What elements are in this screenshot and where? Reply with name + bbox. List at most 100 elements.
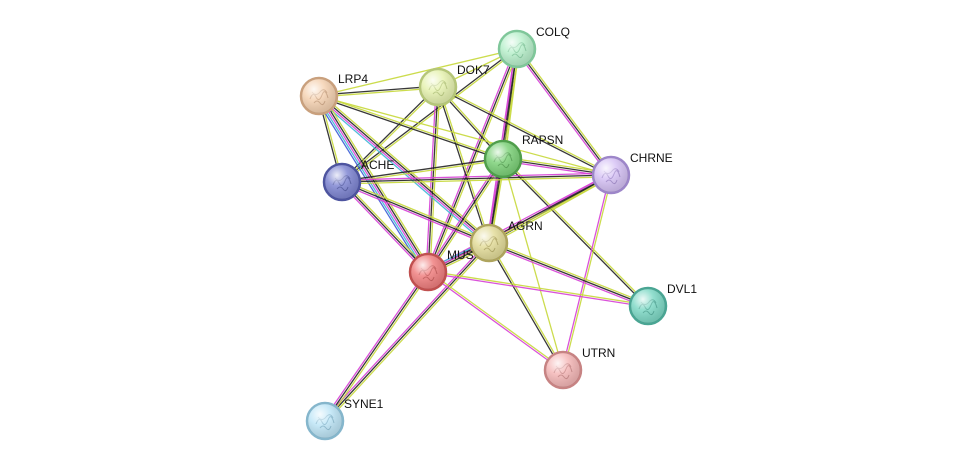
edge-agrn-dvl1[interactable] — [488, 240, 649, 309]
edge-ache-agrn[interactable] — [341, 179, 490, 246]
node-syne1[interactable]: SYNE1 — [305, 397, 384, 441]
edge-chrne-ache[interactable] — [341, 172, 612, 185]
edge-line-experiments — [488, 244, 648, 309]
edge-line-textmining — [318, 95, 612, 176]
edge-line-textmining — [342, 179, 490, 242]
edge-line-textmining — [342, 176, 612, 185]
edge-line-experiments — [427, 272, 563, 372]
edge-line-textmining — [429, 49, 520, 273]
edge-line-experiments — [340, 182, 428, 274]
edge-agrn-utrn[interactable] — [487, 242, 565, 371]
edge-line-textmining — [342, 180, 430, 272]
edge-line-coexpression — [488, 242, 649, 307]
node-label: MUS — [447, 248, 474, 262]
node-gloss — [308, 404, 342, 438]
edge-line-textmining — [319, 94, 504, 159]
edge-dok7-chrne[interactable] — [437, 85, 612, 177]
node-chrne[interactable]: CHRNE — [591, 151, 673, 195]
edge-colq-chrne[interactable] — [514, 47, 614, 177]
node-gloss — [411, 255, 445, 289]
node-label: SYNE1 — [344, 397, 384, 411]
node-gloss — [325, 165, 359, 199]
edge-musk-utrn[interactable] — [427, 270, 564, 372]
node-gloss — [500, 32, 534, 66]
node-label: LRP4 — [338, 72, 368, 86]
edge-line-textmining — [428, 270, 564, 370]
edge-agrn-syne1[interactable] — [323, 241, 491, 423]
edge-line-coexpression — [341, 47, 517, 182]
node-label: CHRNE — [630, 151, 673, 165]
edge-line-textmining — [326, 272, 431, 423]
edge-line-textmining — [503, 157, 650, 306]
edge-lrp4-chrne[interactable] — [318, 95, 612, 176]
edge-rapsn-utrn[interactable] — [502, 158, 564, 371]
node-label: RAPSN — [522, 133, 563, 147]
node-ache[interactable]: ACHE — [322, 158, 394, 202]
node-dvl1[interactable]: DVL1 — [628, 282, 697, 326]
edge-line-coexpression — [341, 174, 612, 183]
edge-line-textmining — [489, 240, 649, 305]
node-agrn[interactable]: AGRN — [469, 219, 543, 263]
edge-line-neighborhood — [315, 97, 426, 275]
edge-musk-syne1[interactable] — [322, 270, 431, 423]
edge-colq-ache[interactable] — [341, 47, 518, 184]
edge-line-experiments — [341, 183, 489, 246]
node-lrp4[interactable]: LRP4 — [299, 72, 368, 116]
edge-lrp4-rapsn[interactable] — [318, 94, 504, 161]
node-gloss — [631, 289, 665, 323]
edge-dok7-lrp4[interactable] — [318, 85, 439, 98]
edge-line-experiments — [561, 174, 611, 370]
edge-line-experiments — [323, 241, 489, 421]
node-label: DOK7 — [457, 63, 490, 77]
edge-line-coexpression — [487, 243, 563, 371]
node-rapsn[interactable]: RAPSN — [483, 133, 563, 179]
edge-line-textmining — [321, 93, 432, 271]
edge-line-coexpression — [341, 181, 429, 273]
node-label: COLQ — [536, 25, 570, 39]
node-utrn[interactable]: UTRN — [543, 346, 615, 390]
edge-musk-dvl1[interactable] — [427, 270, 649, 308]
node-musk[interactable]: MUS — [408, 248, 474, 292]
edge-line-textmining — [438, 86, 491, 243]
edge-line-textmining — [518, 47, 614, 175]
node-colq[interactable]: COLQ — [497, 25, 570, 69]
edge-line-coexpression — [501, 159, 648, 308]
node-label: DVL1 — [667, 282, 697, 296]
node-gloss — [594, 158, 628, 192]
node-label: AGRN — [508, 219, 543, 233]
node-gloss — [421, 70, 455, 104]
edge-line-textmining — [428, 270, 649, 306]
edge-colq-musk[interactable] — [425, 48, 520, 273]
edge-ache-musk[interactable] — [340, 180, 430, 274]
edge-chrne-utrn[interactable] — [561, 174, 613, 371]
node-gloss — [302, 79, 336, 113]
edge-line-experiments — [322, 270, 427, 421]
edge-line-textmining — [342, 49, 518, 184]
node-gloss — [546, 353, 580, 387]
edge-line-databases — [316, 97, 488, 246]
edge-line-coexpression — [437, 87, 611, 177]
edge-line-experiments — [341, 172, 611, 181]
edge-line-textmining — [429, 159, 506, 274]
edge-line-databases — [316, 96, 427, 274]
edge-line-coexpression — [324, 242, 490, 422]
edge-line-experiments — [427, 272, 648, 308]
edge-line-experiments — [425, 48, 516, 272]
node-gloss — [486, 142, 520, 176]
edge-line-textmining — [318, 48, 518, 97]
edge-line-textmining — [563, 175, 613, 371]
node-gloss — [472, 226, 506, 260]
edge-line-coexpression — [318, 96, 503, 161]
edge-line-textmining — [438, 85, 612, 175]
node-label: UTRN — [582, 346, 615, 360]
edge-line-textmining — [325, 243, 491, 423]
edge-line-textmining — [502, 158, 564, 371]
edge-line-textmining — [319, 87, 439, 98]
node-dok7[interactable]: DOK7 — [418, 63, 490, 107]
edge-colq-lrp4[interactable] — [318, 48, 518, 97]
edge-rapsn-dvl1[interactable] — [501, 157, 650, 308]
node-label: ACHE — [361, 158, 394, 172]
edge-line-textmining — [489, 242, 565, 370]
